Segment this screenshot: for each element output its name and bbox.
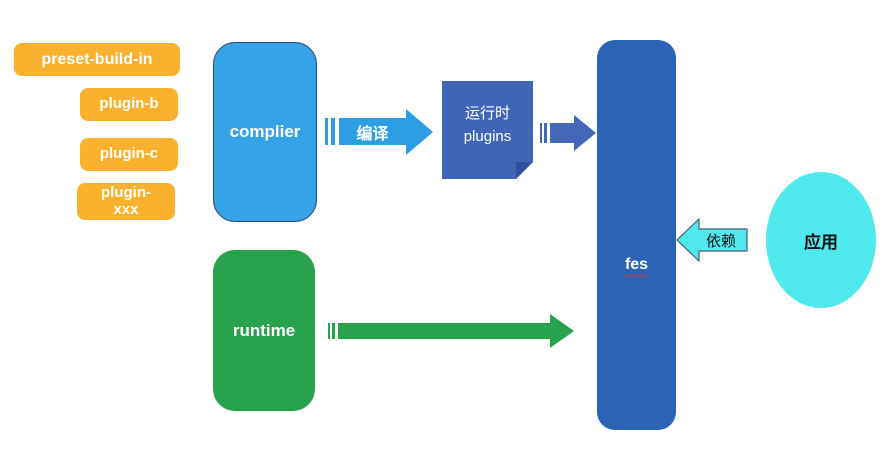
arrow-stripe — [331, 118, 335, 145]
arrow-stripe — [325, 118, 328, 145]
compiler-box: complier — [213, 42, 317, 222]
runtime-plugins-label: 运行时 plugins — [463, 105, 512, 145]
fes-box: fes — [597, 40, 676, 430]
arrow-head-icon — [550, 314, 574, 348]
arrow-body — [338, 323, 550, 339]
arrow-stripe — [328, 323, 330, 339]
compile-arrow-label: 编译 — [339, 118, 406, 145]
arrow-body — [550, 123, 574, 143]
arrow-head-icon — [574, 115, 596, 151]
plugin-box-preset-build-in: preset-build-in — [14, 43, 180, 76]
plugin-box-c: plugin-c — [80, 138, 178, 171]
runtime-plugins-note: 运行时 plugins — [442, 81, 533, 179]
app-ellipse: 应用 — [766, 172, 876, 308]
plugins-to-fes-arrow — [540, 115, 596, 151]
runtime-box: runtime — [213, 250, 315, 411]
depend-arrow — [676, 218, 748, 262]
arrow-stripe — [332, 323, 335, 339]
arrow-stripe — [544, 123, 547, 143]
arrow-stripe — [540, 123, 542, 143]
compile-arrow: 编译 — [325, 108, 433, 155]
plugin-box-xxx: plugin- xxx — [77, 183, 175, 220]
fes-label: fes — [624, 256, 649, 273]
arrow-head-icon — [406, 108, 433, 155]
plugin-box-b: plugin-b — [80, 88, 178, 121]
depend-arrow-label: 依赖 — [705, 232, 736, 250]
runtime-to-fes-arrow — [328, 314, 574, 348]
folded-corner-icon — [516, 162, 533, 179]
